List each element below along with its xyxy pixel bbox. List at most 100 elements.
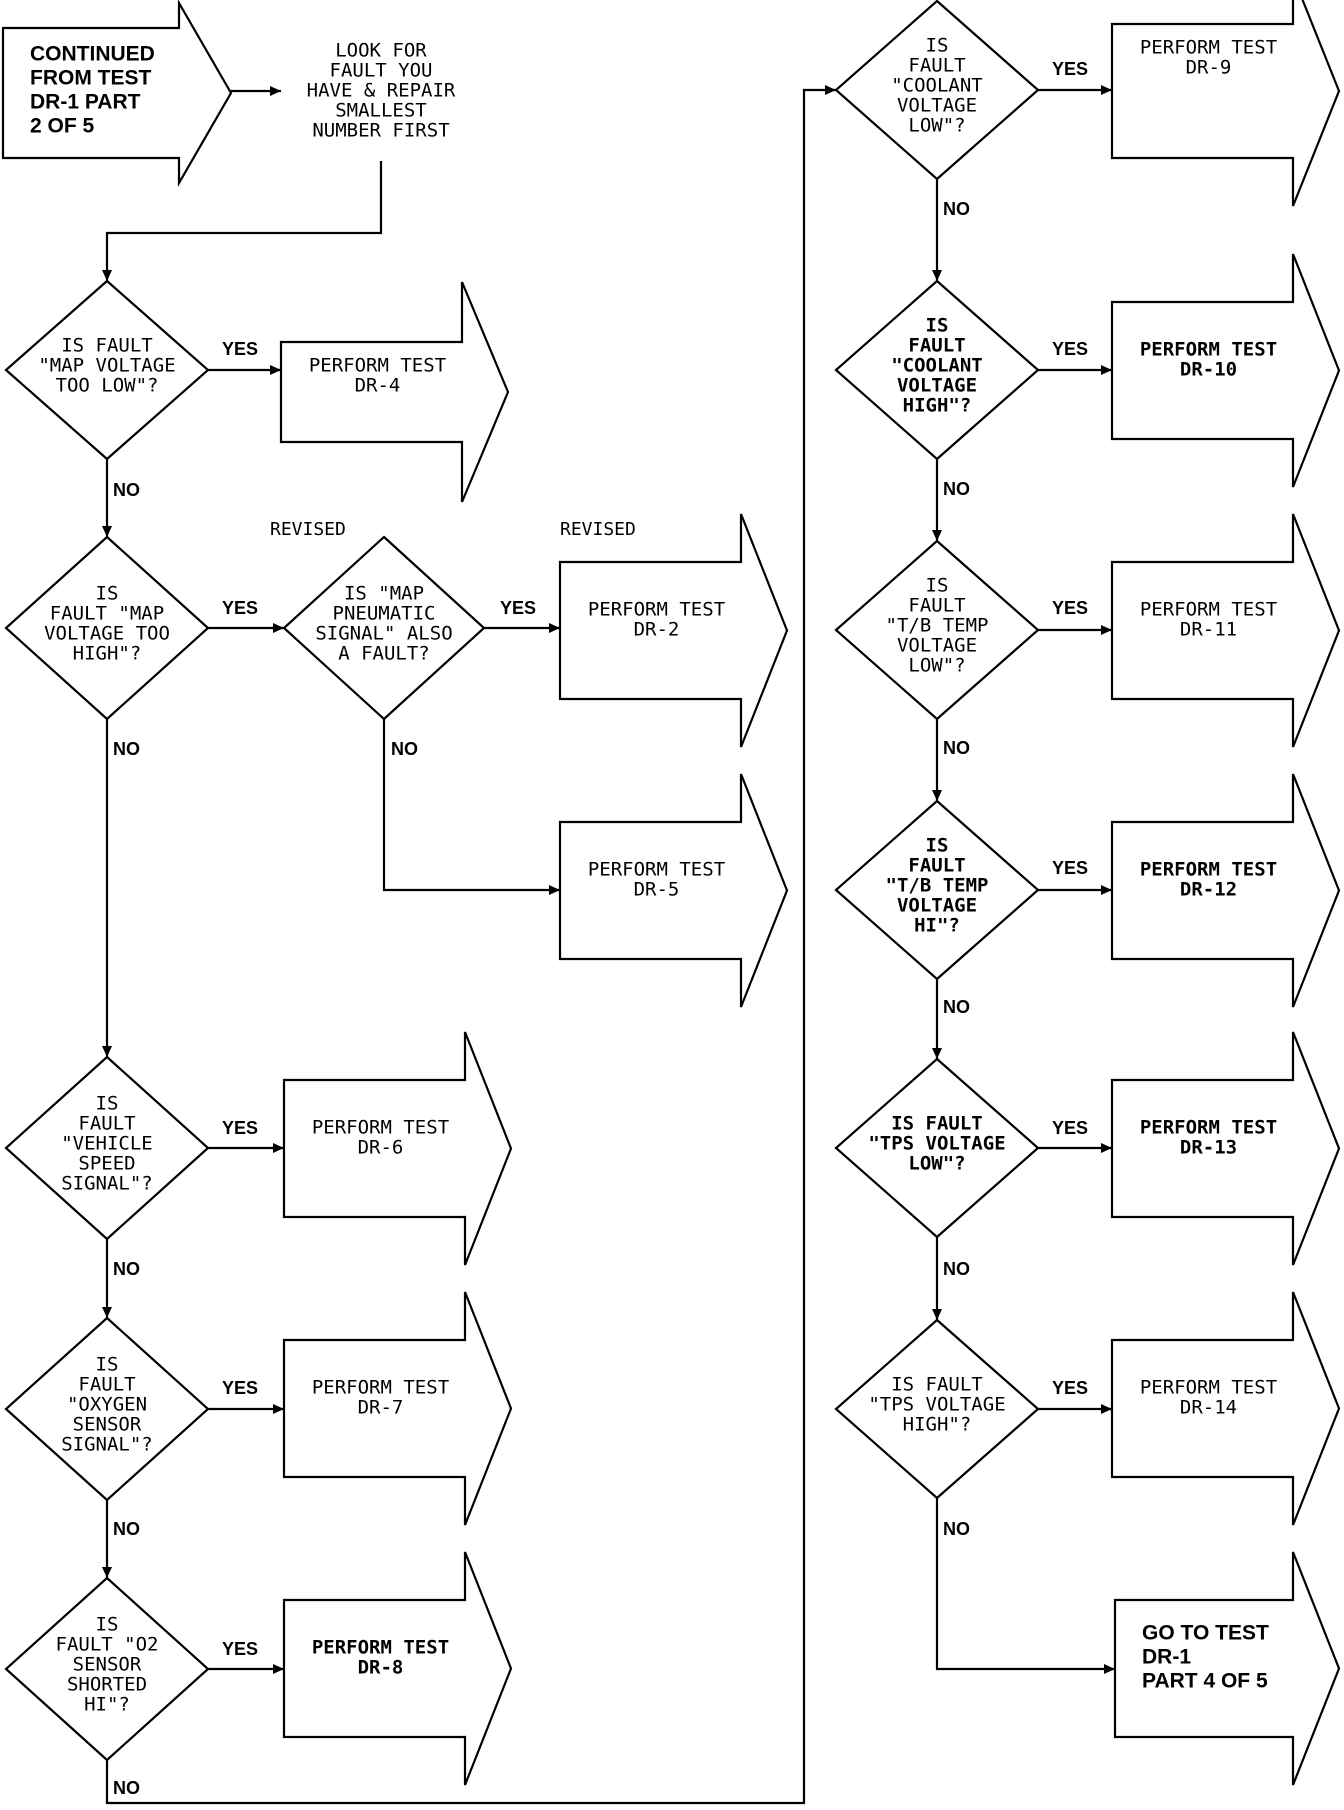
decision-text: "COOLANT: [891, 75, 983, 97]
decision-text: IS: [96, 1614, 119, 1636]
yes-label: YES: [1052, 858, 1088, 878]
decision-text: IS: [926, 35, 949, 57]
no-label: NO: [943, 1259, 970, 1279]
action-text: PERFORM TEST: [312, 1377, 449, 1399]
yes-label: YES: [500, 598, 536, 618]
decision-text: FAULT: [908, 335, 965, 357]
decision-text: HI"?: [84, 1694, 130, 1716]
yes-label: YES: [1052, 1378, 1088, 1398]
decision-text: IS: [926, 575, 949, 597]
arrowhead: [932, 530, 942, 541]
action-text: PERFORM TEST: [1140, 1377, 1277, 1399]
decision-text: SIGNAL"?: [61, 1173, 153, 1195]
decision-text: VOLTAGE: [897, 375, 977, 397]
action-text: DR-6: [358, 1137, 404, 1159]
no-label: NO: [113, 1778, 140, 1798]
yes-label: YES: [222, 1378, 258, 1398]
decision-text: IS: [96, 1093, 119, 1115]
no-label: NO: [113, 1259, 140, 1279]
arrowhead: [1101, 1404, 1112, 1414]
action-text: DR-10: [1180, 359, 1237, 381]
action-text: PERFORM TEST: [312, 1117, 449, 1139]
decision-text: HIGH"?: [73, 643, 142, 665]
decision-text: "VEHICLE: [61, 1133, 153, 1155]
revised-note: REVISED: [270, 519, 346, 540]
action-text: DR-7: [358, 1397, 404, 1419]
no-label: NO: [113, 1519, 140, 1539]
decision-text: IS FAULT: [891, 1374, 983, 1396]
action-text: DR-2: [634, 619, 680, 641]
decision-text: VOLTAGE: [897, 635, 977, 657]
no-label: NO: [943, 1519, 970, 1539]
look-for-text: LOOK FOR: [335, 40, 427, 62]
arrowhead: [549, 623, 560, 633]
d6-no-arrow: [105, 88, 836, 1805]
decision-text: LOW"?: [908, 655, 965, 677]
look-for-text: FAULT YOU: [330, 60, 433, 82]
action-text: DR-9: [1186, 57, 1232, 79]
no-label: NO: [391, 739, 418, 759]
decision-text: FAULT "MAP: [50, 603, 164, 625]
d3-no-arrow: [382, 719, 560, 892]
arrowhead: [1104, 1664, 1115, 1674]
decision-text: "OXYGEN: [67, 1394, 147, 1416]
arrowhead: [1101, 1143, 1112, 1153]
no-label: NO: [943, 997, 970, 1017]
action-text: DR-8: [358, 1657, 404, 1679]
arrowhead: [273, 1404, 284, 1414]
decision-text: VOLTAGE: [897, 95, 977, 117]
no-label: NO: [113, 480, 140, 500]
decision-text: SENSOR: [73, 1654, 142, 1676]
arrowhead: [549, 885, 560, 895]
arrowhead: [932, 1309, 942, 1320]
revised-note: REVISED: [560, 519, 636, 540]
decision-text: A FAULT?: [338, 643, 430, 665]
arrowhead: [102, 1567, 112, 1578]
decision-text: FAULT: [908, 595, 965, 617]
no-label: NO: [113, 739, 140, 759]
arrowhead: [270, 365, 281, 375]
arrowhead: [102, 270, 112, 281]
decision-text: HI"?: [914, 915, 960, 937]
look-to-d1-arrow: [105, 161, 383, 281]
action-text: PERFORM TEST: [1140, 599, 1277, 621]
decision-text: "MAP VOLTAGE: [38, 355, 175, 377]
action-text: DR-11: [1180, 619, 1237, 641]
decision-text: VOLTAGE: [897, 895, 977, 917]
yes-label: YES: [1052, 598, 1088, 618]
decision-text: HIGH"?: [903, 395, 972, 417]
action-text: PERFORM TEST: [588, 599, 725, 621]
decision-text: IS "MAP: [344, 583, 424, 605]
arrowhead: [102, 1307, 112, 1318]
action-text: DR-5: [634, 879, 680, 901]
decision-text: FAULT: [78, 1374, 135, 1396]
decision-text: VOLTAGE TOO: [44, 623, 170, 645]
decision-text: HIGH"?: [903, 1414, 972, 1436]
arrowhead: [932, 1048, 942, 1059]
start-text: FROM TEST: [30, 67, 151, 90]
no-label: NO: [943, 199, 970, 219]
decision-text: SENSOR: [73, 1414, 142, 1436]
arrowhead: [1101, 365, 1112, 375]
decision-text: SHORTED: [67, 1674, 147, 1696]
decision-text: "TPS VOLTAGE: [868, 1394, 1005, 1416]
yes-label: YES: [222, 598, 258, 618]
action-text: DR-14: [1180, 1397, 1237, 1419]
arrowhead: [270, 86, 281, 96]
